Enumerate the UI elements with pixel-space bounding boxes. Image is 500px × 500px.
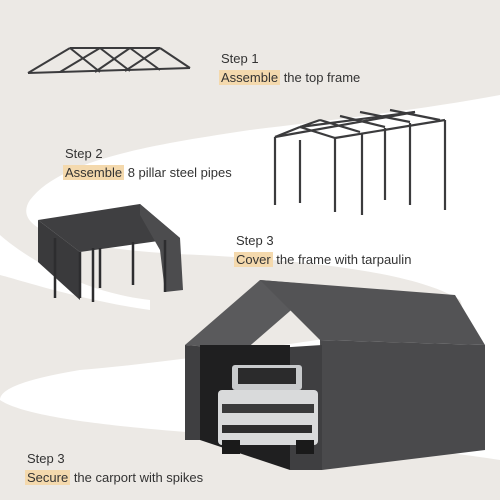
step-description: Secure the carport with spikes [25,469,204,486]
step-text: the carport with spikes [70,470,204,485]
step-title: Step 3 [236,233,274,248]
step-3-caption: Step 3 Cover the frame with tarpaulin [234,232,412,268]
step-highlight: Assemble [63,165,125,180]
step-2-caption: Step 2 Assemble 8 pillar steel pipes [63,145,232,181]
step-text: 8 pillar steel pipes [124,165,232,180]
step-highlight: Assemble [219,70,281,85]
covered-frame-illustration [38,204,183,302]
step-text: the frame with tarpaulin [272,252,412,267]
top-frame-illustration [27,47,191,74]
carport-with-truck-illustration [185,280,485,470]
step-title: Step 1 [221,51,259,66]
frame-with-pillars-illustration [273,108,447,215]
step-text: the top frame [280,70,361,85]
step-4-caption: Step 3 Secure the carport with spikes [25,450,204,486]
step-highlight: Cover [234,252,273,267]
step-description: Cover the frame with tarpaulin [234,251,412,268]
step-title: Step 3 [27,451,65,466]
step-title: Step 2 [65,146,103,161]
step-description: Assemble the top frame [219,69,361,86]
step-highlight: Secure [25,470,71,485]
step-1-caption: Step 1 Assemble the top frame [219,50,361,86]
step-description: Assemble 8 pillar steel pipes [63,164,232,181]
